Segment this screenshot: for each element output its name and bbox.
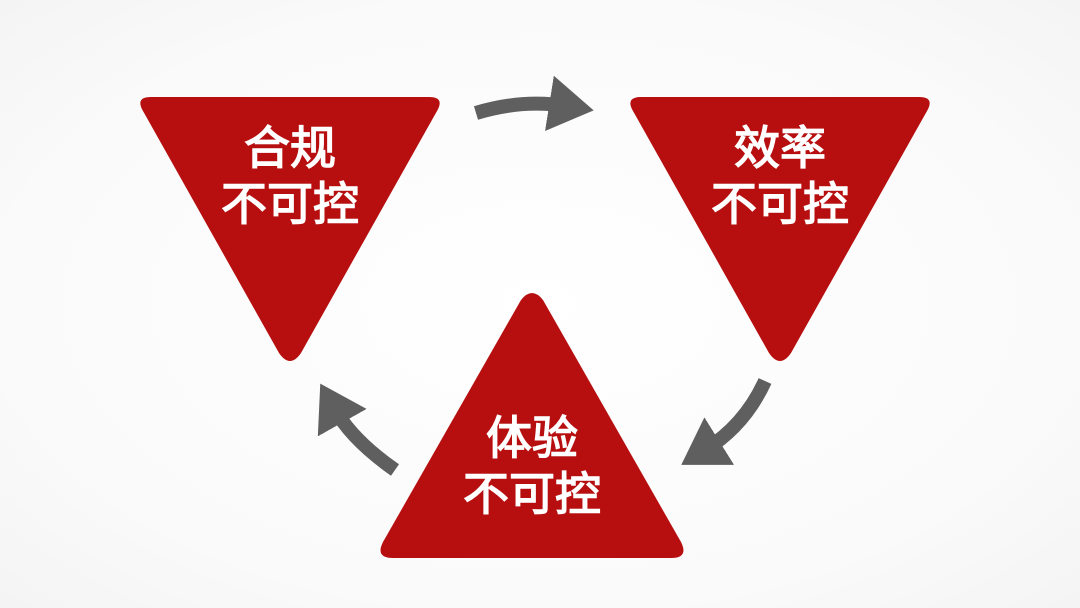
arrow-efficiency-to-experience — [681, 378, 772, 465]
node-experience-title: 体验 — [486, 411, 578, 465]
node-compliance-subtitle: 不可控 — [221, 177, 359, 231]
node-efficiency-subtitle: 不可控 — [711, 177, 849, 231]
node-experience-label: 体验 不可控 — [377, 410, 687, 522]
node-experience-subtitle: 不可控 — [463, 467, 601, 521]
arrow-compliance-to-efficiency — [473, 75, 594, 132]
node-efficiency-title: 效率 — [734, 121, 826, 175]
node-compliance: 合规 不可控 — [135, 95, 445, 365]
node-efficiency: 效率 不可控 — [625, 95, 935, 365]
node-compliance-title: 合规 — [244, 121, 336, 175]
node-compliance-label: 合规 不可控 — [135, 120, 445, 232]
triangle-shape — [380, 293, 684, 558]
node-efficiency-label: 效率 不可控 — [625, 120, 935, 232]
node-experience: 体验 不可控 — [377, 292, 687, 562]
triangle-shape — [140, 97, 440, 361]
triangle-shape — [630, 97, 930, 361]
